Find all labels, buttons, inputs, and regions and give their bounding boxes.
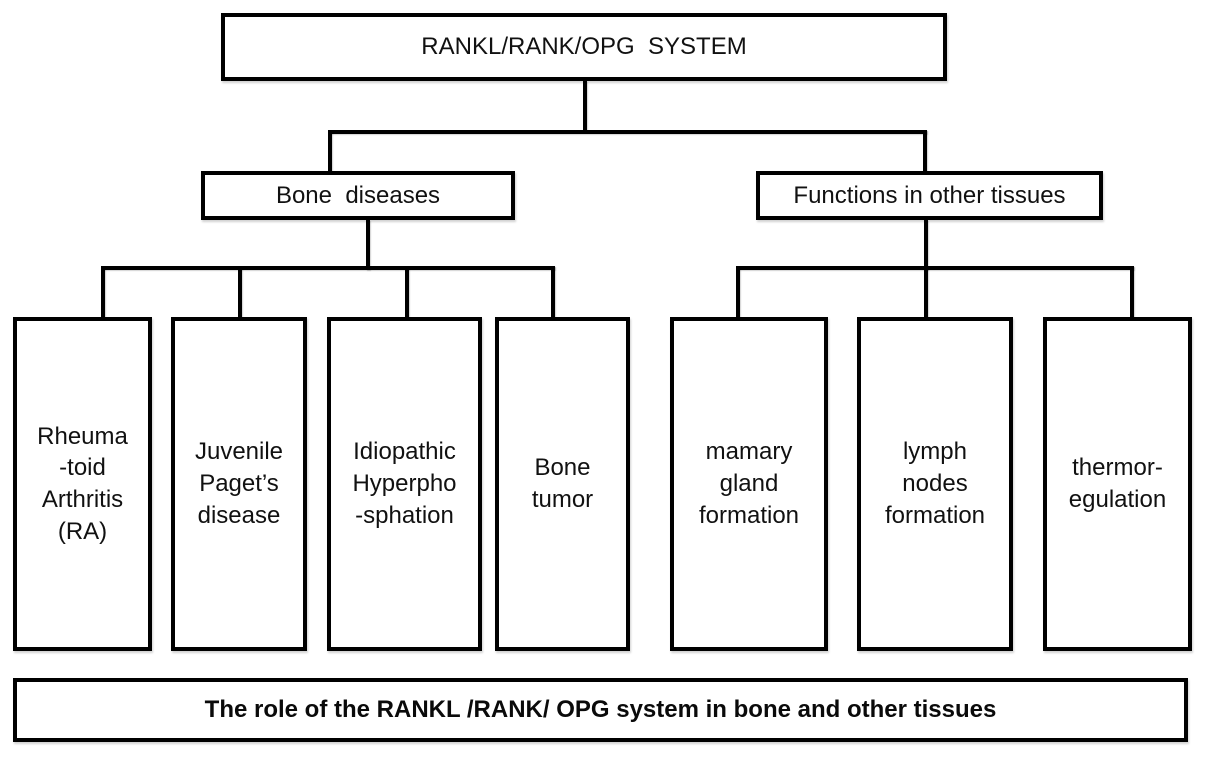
root-node-box: RANKL/RANK/OPG SYSTEM xyxy=(221,13,947,81)
branch-node-functions-other-tissues: Functions in other tissues xyxy=(756,171,1103,220)
connector-stub-bone-tumor xyxy=(551,266,555,317)
caption-box: The role of the RANKL /RANK/ OPG system … xyxy=(13,678,1188,742)
caption-label: The role of the RANKL /RANK/ OPG system … xyxy=(204,696,997,723)
leaf-label-thermoregulation: thermor- egulation xyxy=(1068,454,1167,513)
connector-stub-rheumatoid xyxy=(101,266,105,317)
root-node-label: RANKL/RANK/OPG SYSTEM xyxy=(421,33,747,61)
connector-root-stem xyxy=(583,81,587,132)
leaf-node-lymph-nodes-formation: lymph nodes formation xyxy=(857,317,1013,651)
connector-right-horizontal xyxy=(736,266,1134,270)
leaf-node-idiopathic-hyperphosphation: Idiopathic Hyperpho -sphation xyxy=(327,317,482,651)
leaf-label-idiopathic-hyperphosphation: Idiopathic Hyperpho -sphation xyxy=(352,438,457,529)
leaf-node-mamary-gland-formation: mamary gland formation xyxy=(670,317,828,651)
leaf-label-lymph-nodes-formation: lymph nodes formation xyxy=(884,438,986,529)
connector-stub-lymph-nodes xyxy=(924,266,928,317)
branch-label-functions-other-tissues: Functions in other tissues xyxy=(793,181,1066,209)
connector-stub-juvenile-pagets xyxy=(238,266,242,317)
connector-top-horizontal xyxy=(328,130,927,134)
connector-stub-mamary-gland xyxy=(736,266,740,317)
connector-bone-diseases-stem xyxy=(366,220,370,270)
connector-stub-idiopathic xyxy=(405,266,409,317)
leaf-node-juvenile-pagets-disease: Juvenile Paget’s disease xyxy=(171,317,307,651)
connector-drop-bone-diseases xyxy=(328,130,332,173)
connector-functions-stem xyxy=(924,220,928,270)
leaf-label-juvenile-pagets-disease: Juvenile Paget’s disease xyxy=(194,438,284,529)
leaf-node-thermoregulation: thermor- egulation xyxy=(1043,317,1192,651)
connector-stub-thermoregulation xyxy=(1130,266,1134,317)
leaf-label-mamary-gland-formation: mamary gland formation xyxy=(698,438,800,529)
leaf-label-bone-tumor: Bone tumor xyxy=(531,454,594,513)
leaf-node-rheumatoid-arthritis: Rheuma -toid Arthritis (RA) xyxy=(13,317,152,651)
branch-node-bone-diseases: Bone diseases xyxy=(201,171,515,220)
connector-drop-functions xyxy=(923,130,927,173)
branch-label-bone-diseases: Bone diseases xyxy=(275,181,441,209)
leaf-node-bone-tumor: Bone tumor xyxy=(495,317,630,651)
leaf-label-rheumatoid-arthritis: Rheuma -toid Arthritis (RA) xyxy=(37,422,128,545)
connector-left-horizontal xyxy=(101,266,555,270)
